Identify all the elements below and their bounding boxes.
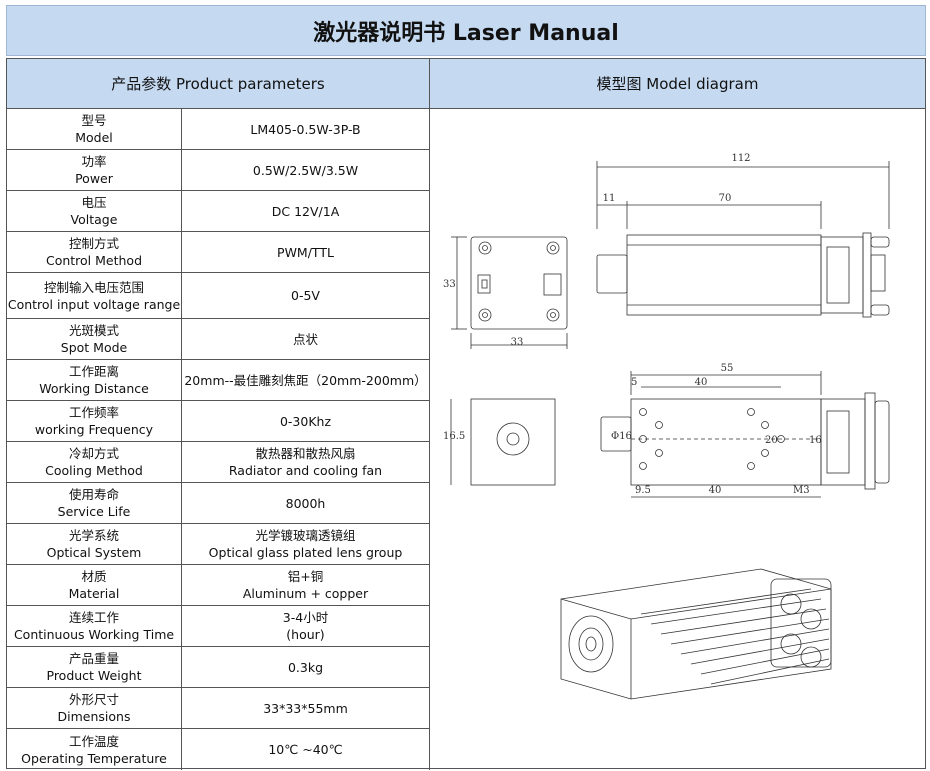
dim-body-length: 70	[719, 193, 732, 204]
dim-lens-dia: Φ16	[611, 431, 632, 442]
dim-hole-offset-bottom: 9.5	[635, 485, 651, 496]
dim-thread: M3	[793, 485, 810, 496]
param-value: 20mm--最佳雕刻焦距（20mm-200mm）	[184, 372, 427, 388]
dim-front-width: 33	[511, 337, 524, 348]
model-diagram: 112 11 70 33 33 55 5 40 16.5 Φ16 20 16 9…	[443, 153, 890, 700]
dim-hole-spacing-h: 16	[809, 435, 822, 446]
dim-side-height: 16.5	[443, 431, 465, 442]
dim-side-length: 55	[721, 363, 734, 374]
param-value: 3-4小时(hour)	[282, 610, 329, 642]
param-value: LM405-0.5W-3P-B	[250, 121, 361, 137]
param-value: 0-5V	[291, 288, 320, 303]
dim-overall-length: 112	[731, 153, 750, 164]
side-view	[450, 371, 890, 498]
param-value: 0.5W/2.5W/3.5W	[252, 162, 359, 178]
param-value: 33*33*55mm	[263, 700, 348, 716]
param-value: PWM/TTL	[277, 244, 334, 260]
dim-lens-length: 11	[603, 193, 616, 204]
document-title: 激光器说明书 Laser Manual	[6, 5, 926, 56]
param-value: 0.3kg	[287, 659, 324, 675]
dim-hole-spacing-v: 20	[765, 435, 778, 446]
param-value: 点状	[292, 331, 318, 347]
spec-sheet: 产品参数 Product parameters 模型图 Model diagra…	[6, 58, 926, 770]
dim-hole-span-top: 40	[695, 377, 708, 388]
front-view	[451, 236, 568, 349]
dim-hole-offset-top: 5	[631, 377, 637, 388]
dim-front-height: 33	[443, 279, 456, 290]
dim-hole-span-bottom: 40	[709, 485, 722, 496]
params-header: 产品参数 Product parameters	[7, 59, 430, 109]
diagram-header: 模型图 Model diagram	[430, 59, 925, 109]
top-view	[596, 161, 890, 318]
param-value: 10℃ ~40℃	[268, 742, 343, 757]
param-value: DC 12V/1A	[271, 203, 340, 219]
param-value: 8000h	[285, 495, 326, 511]
isometric-view	[560, 568, 832, 700]
param-value: 0-30Khz	[279, 413, 332, 429]
